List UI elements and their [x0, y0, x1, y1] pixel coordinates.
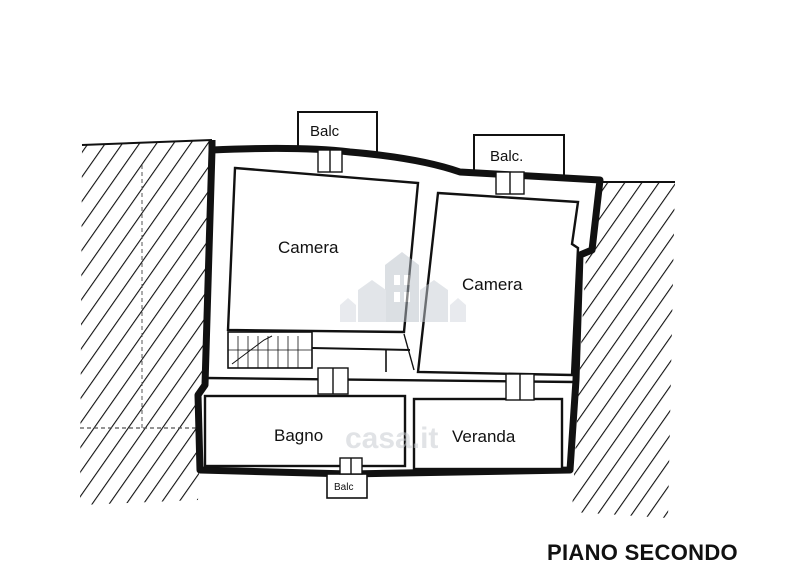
room-camera-right	[416, 191, 580, 377]
label-balcony-top-left: Balc	[310, 123, 340, 140]
stairs	[227, 331, 313, 369]
openings	[317, 149, 535, 475]
floor-title: PIANO SECONDO	[547, 540, 738, 565]
svg-text:casa.it: casa.it	[345, 422, 438, 455]
label-balcony-bottom: Balc	[334, 482, 353, 493]
watermark-logo	[340, 252, 466, 322]
label-bagno: Bagno	[274, 426, 323, 445]
right-hatched-wall	[572, 181, 675, 518]
left-hatched-wall	[80, 139, 213, 505]
balcony-bottom	[326, 473, 368, 499]
room-bagno	[203, 394, 407, 468]
room-veranda	[412, 397, 564, 471]
label-veranda: Veranda	[452, 427, 516, 446]
watermark-brand: casa.it	[345, 422, 438, 455]
label-camera-right: Camera	[462, 275, 523, 294]
label-balcony-top-right: Balc.	[490, 148, 523, 165]
label-camera-left: Camera	[278, 238, 339, 257]
